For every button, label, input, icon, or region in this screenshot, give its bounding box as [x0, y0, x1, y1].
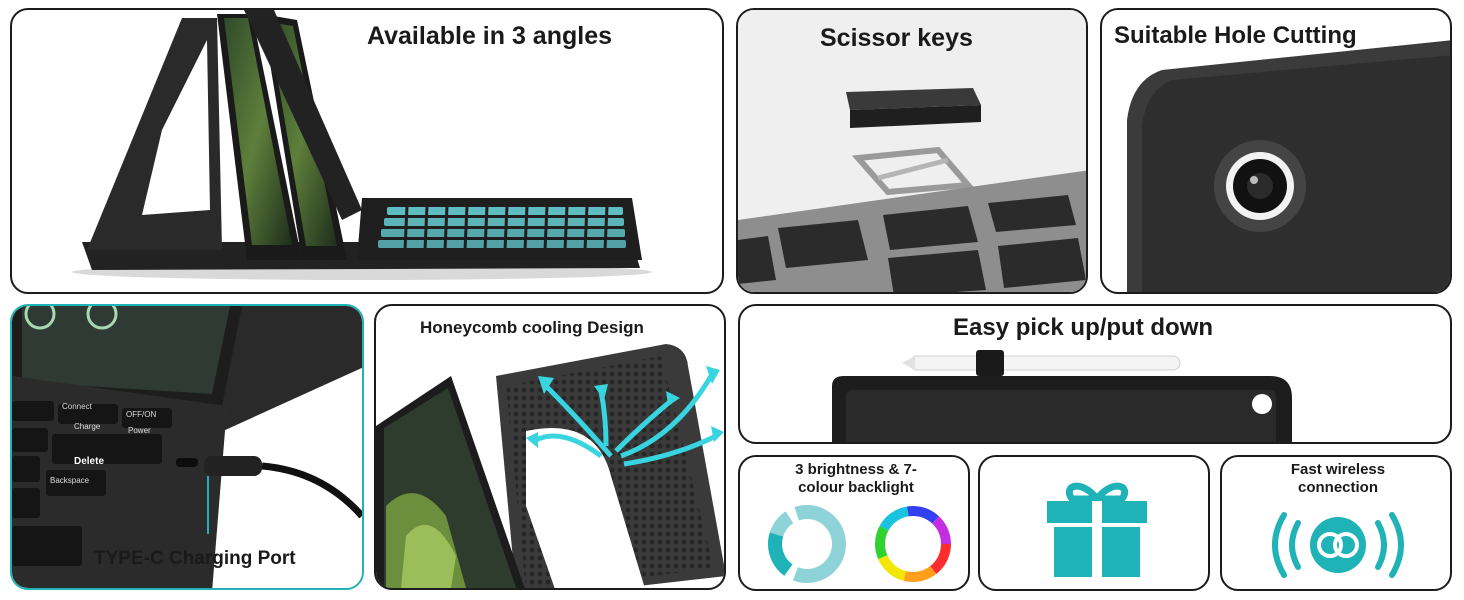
- key-label-connect: Connect: [62, 402, 92, 411]
- panel-typec: Connect OFF/ON Charge Power Delete Backs…: [10, 304, 364, 590]
- panel-title: Honeycomb cooling Design: [420, 318, 644, 337]
- panel-pickup: Easy pick up/put down: [738, 304, 1452, 444]
- panel-angles: Available in 3 angles: [10, 8, 724, 294]
- panel-title: Scissor keys: [820, 24, 973, 52]
- panel-scissor-keys: Scissor keys: [736, 8, 1088, 294]
- panel-wireless: Fast wireless connection: [1220, 455, 1452, 591]
- panel-title: 3 brightness & 7-colour backlight: [795, 461, 917, 496]
- scissor-key-illustration: [738, 10, 1086, 292]
- wireless-link-icon: [1272, 512, 1404, 578]
- panel-hole-cutting: Suitable Hole Cutting: [1100, 8, 1452, 294]
- panel-honeycomb: Honeycomb cooling Design: [374, 304, 726, 590]
- panel-backlight: 3 brightness & 7-colour backlight: [738, 455, 970, 591]
- brightness-ring-icon: [768, 505, 846, 583]
- panel-gift: [978, 455, 1210, 591]
- key-label-onoff: OFF/ON: [126, 410, 157, 419]
- pen-holder-illustration: [832, 350, 1292, 442]
- panel-title: Available in 3 angles: [367, 22, 613, 50]
- airflow-arrows: [532, 374, 718, 467]
- key-label-backspace: Backspace: [50, 476, 90, 485]
- key-label-charge: Charge: [74, 422, 101, 431]
- panel-title: Easy pick up/put down: [953, 314, 1214, 341]
- key-label-delete: Delete: [74, 456, 105, 467]
- camera-hole-illustration: [1127, 40, 1450, 292]
- key-label-power: Power: [128, 426, 151, 435]
- color-wheel-icon: [875, 506, 951, 582]
- gift-icon: [1047, 482, 1147, 577]
- panel-title: Suitable Hole Cutting: [1114, 22, 1357, 49]
- keyboard-port-illustration: [12, 306, 362, 588]
- honeycomb-illustration: [376, 344, 724, 588]
- panel-title: TYPE-C Charging Port: [94, 548, 296, 569]
- tablet-stand-illustration: [72, 10, 652, 280]
- panel-title: Fast wireless connection: [1290, 461, 1386, 496]
